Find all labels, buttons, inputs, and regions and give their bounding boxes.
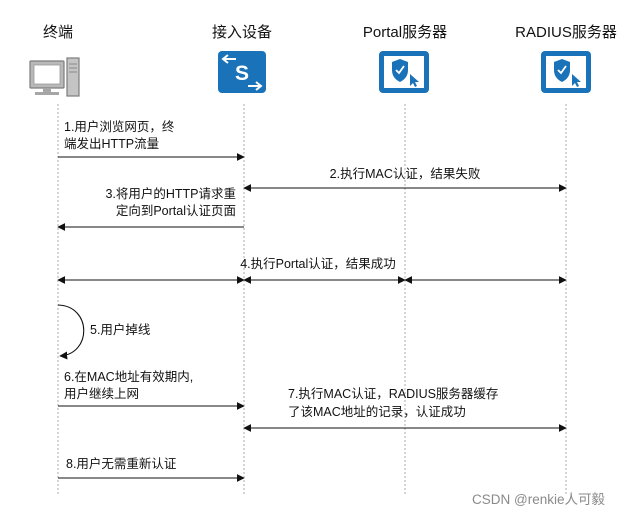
message-5-label: 5.用户掉线 — [90, 322, 151, 337]
message-1-line-2: 端发出HTTP流量 — [64, 136, 159, 151]
message-7-line-2: 了该MAC地址的记录，认证成功 — [288, 404, 466, 419]
participant-label-radius: RADIUS服务器 — [515, 24, 617, 41]
message-4-label: 4.执行Portal认证，结果成功 — [240, 257, 396, 271]
server-icon — [541, 51, 591, 93]
message-3-line-2: 定向到Portal认证页面 — [116, 203, 236, 218]
message-8-label: 8.用户无需重新认证 — [66, 456, 177, 471]
switch-icon: S — [218, 51, 266, 93]
participant-label-terminal: 终端 — [43, 24, 73, 41]
participant-label-portal: Portal服务器 — [363, 24, 447, 41]
message-2-label: 2.执行MAC认证，结果失败 — [330, 166, 481, 181]
message-5-self-arrow — [57, 304, 85, 360]
message-7-line-1: 7.执行MAC认证，RADIUS服务器缓存 — [288, 386, 498, 401]
watermark: CSDN @renkie人可毅 — [472, 491, 605, 507]
message-3-line-1: 3.将用户的HTTP请求重 — [105, 186, 236, 201]
message-1-line-1: 1.用户浏览网页，终 — [64, 119, 175, 134]
pc-icon — [29, 57, 80, 97]
message-6-line-2: 用户继续上网 — [64, 386, 139, 401]
svg-text:S: S — [235, 62, 249, 85]
message-6-line-1: 6.在MAC地址有效期内, — [64, 369, 193, 384]
server-icon — [379, 51, 429, 93]
participant-label-access: 接入设备 — [212, 24, 272, 41]
